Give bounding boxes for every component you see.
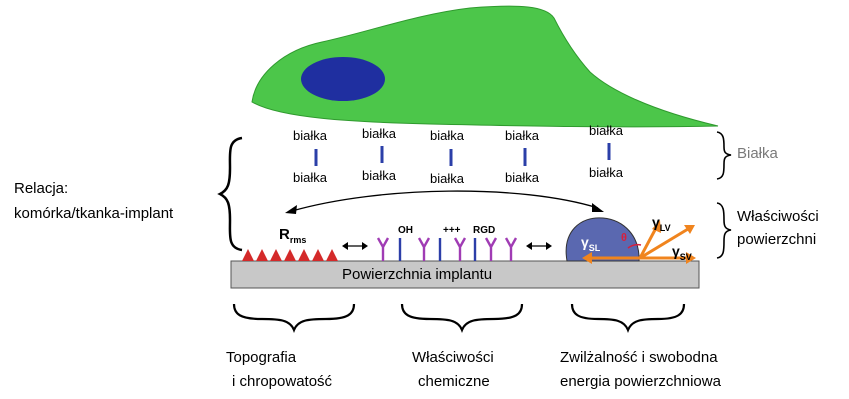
relation-arrow-left-head [285, 205, 297, 214]
chemical-label-line2: chemiczne [418, 373, 490, 390]
chemical-ligands [378, 238, 516, 261]
implant-surface-label: Powierzchnia implantu [342, 266, 492, 283]
protein-links [316, 143, 609, 166]
surface-props-label-line1: Właściwości [737, 208, 819, 225]
chem-oh-label: OH [398, 225, 413, 236]
gamma-lv-label: γLV [652, 214, 671, 233]
relation-arrow [292, 191, 598, 211]
wettability-label-line2: energia powierzchniowa [560, 373, 721, 390]
protein-label-top-3: białka [430, 128, 464, 143]
nucleus [301, 57, 385, 101]
relation-arrow-right-head [592, 203, 604, 212]
relation-label-line1: Relacja: [14, 180, 68, 197]
protein-label-top-1: białka [293, 128, 327, 143]
protein-label-bottom-1: białka [293, 170, 327, 185]
protein-label-bottom-2: białka [362, 168, 396, 183]
topo-brace [234, 304, 354, 330]
chemical-label-line1: Właściwości [412, 349, 494, 366]
gamma-sv-label: γSV [672, 243, 692, 262]
roughness-symbol: Rrms [279, 226, 306, 245]
proteins-category-label: Białka [737, 145, 778, 162]
wet-brace [572, 304, 684, 330]
protein-label-top-5: białka [589, 123, 623, 138]
topography-label-line1: Topografia [226, 349, 296, 366]
protein-label-top-2: białka [362, 126, 396, 141]
protein-label-bottom-3: białka [430, 171, 464, 186]
proteins-brace [717, 132, 731, 179]
link-arrow-2 [526, 242, 552, 250]
chem-rgd-label: RGD [473, 225, 495, 236]
left-brace [220, 138, 242, 250]
chem-brace [402, 304, 522, 330]
surface-props-label-line2: powierzchni [737, 231, 816, 248]
gamma-sl-label: γSL [581, 234, 600, 253]
protein-label-bottom-4: białka [505, 170, 539, 185]
wettability-label-line1: Zwilżalność i swobodna [560, 349, 718, 366]
protein-label-bottom-5: białka [589, 165, 623, 180]
topography-label-line2: i chropowatość [232, 373, 332, 390]
link-arrow-1 [342, 242, 368, 250]
chem-plus-label: +++ [443, 225, 461, 236]
surface-brace [717, 203, 731, 258]
protein-label-top-4: białka [505, 128, 539, 143]
roughness-triangles [242, 249, 338, 261]
droplet [566, 218, 639, 261]
contact-angle-theta: θ [621, 232, 627, 244]
relation-label-line2: komórka/tkanka-implant [14, 205, 173, 222]
